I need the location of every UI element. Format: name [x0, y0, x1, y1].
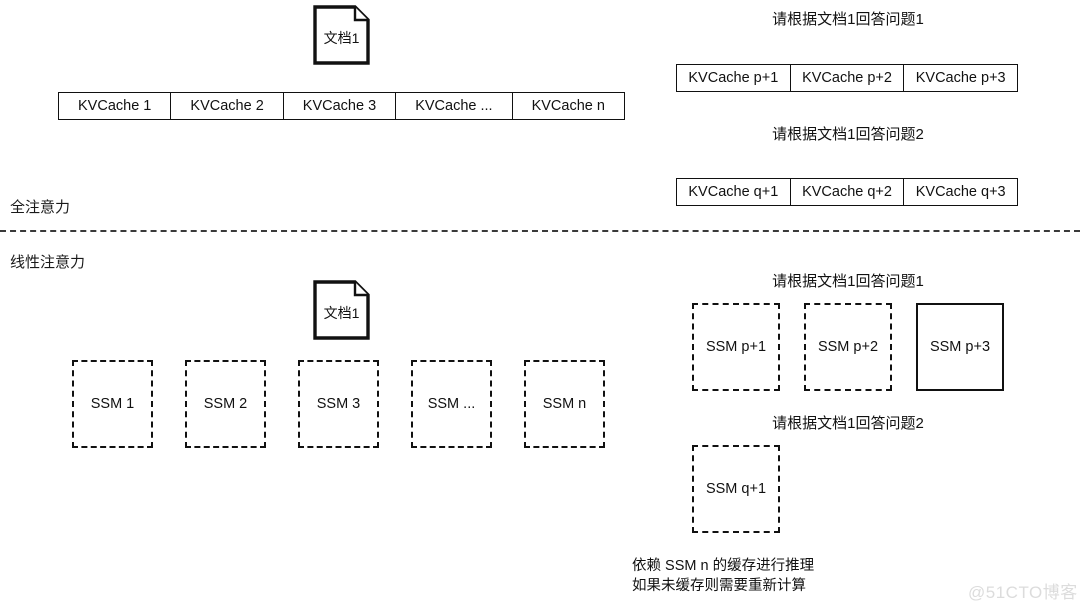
- prompt-text-linear-attention-q1: 请根据文档1回答问题1: [772, 273, 924, 290]
- document-page-icon-linear-attention: 文档1: [313, 280, 370, 340]
- kvcache-strip-query-1: KVCache p+1 KVCache p+2 KVCache p+3: [676, 64, 1018, 92]
- section-label-linear-attention: 线性注意力: [10, 254, 86, 271]
- ssm-box-1: SSM 1: [72, 360, 153, 448]
- ssm-box-p3: SSM p+3: [916, 303, 1004, 391]
- kvcache-cell: KVCache 1: [59, 93, 172, 119]
- kvcache-cell: KVCache p+2: [791, 65, 905, 91]
- ssm-box-2: SSM 2: [185, 360, 266, 448]
- document-label: 文档1: [323, 305, 360, 321]
- watermark: @51CTO博客: [968, 583, 1078, 602]
- ssm-box-p2: SSM p+2: [804, 303, 892, 391]
- ssm-box-3: SSM 3: [298, 360, 379, 448]
- kvcache-cell: KVCache n: [531, 98, 605, 114]
- kvcache-cell: KVCache q+3: [915, 184, 1006, 200]
- ssm-box-n: SSM n: [524, 360, 605, 448]
- ssm-box-p1: SSM p+1: [692, 303, 780, 391]
- ssm-box-ellipsis: SSM ...: [411, 360, 492, 448]
- document-page-icon-full-attention: 文档1: [313, 5, 370, 65]
- prompt-text-full-attention-q1: 请根据文档1回答问题1: [772, 11, 924, 28]
- section-label-full-attention: 全注意力: [10, 199, 71, 216]
- kvcache-cell: KVCache ...: [396, 93, 513, 119]
- kvcache-cell: KVCache 3: [284, 93, 397, 119]
- kvcache-cell: KVCache p+3: [915, 70, 1006, 86]
- kvcache-cell: KVCache p+1: [677, 65, 791, 91]
- kvcache-cell: KVCache q+2: [791, 179, 905, 205]
- ssm-box-q1: SSM q+1: [692, 445, 780, 533]
- kvcache-strip-query-2: KVCache q+1 KVCache q+2 KVCache q+3: [676, 178, 1018, 206]
- footer-note-line-1: 依赖 SSM n 的缓存进行推理: [632, 558, 815, 574]
- document-label: 文档1: [323, 30, 360, 46]
- footer-note: 依赖 SSM n 的缓存进行推理 如果未缓存则需要重新计算: [632, 556, 814, 596]
- kvcache-strip-document: KVCache 1 KVCache 2 KVCache 3 KVCache ..…: [58, 92, 625, 120]
- kvcache-cell: KVCache q+1: [677, 179, 791, 205]
- prompt-text-full-attention-q2: 请根据文档1回答问题2: [772, 126, 924, 143]
- kvcache-cell: KVCache 2: [171, 93, 284, 119]
- section-divider: [0, 230, 1080, 232]
- footer-note-line-2: 如果未缓存则需要重新计算: [632, 578, 806, 594]
- prompt-text-linear-attention-q2: 请根据文档1回答问题2: [772, 415, 924, 432]
